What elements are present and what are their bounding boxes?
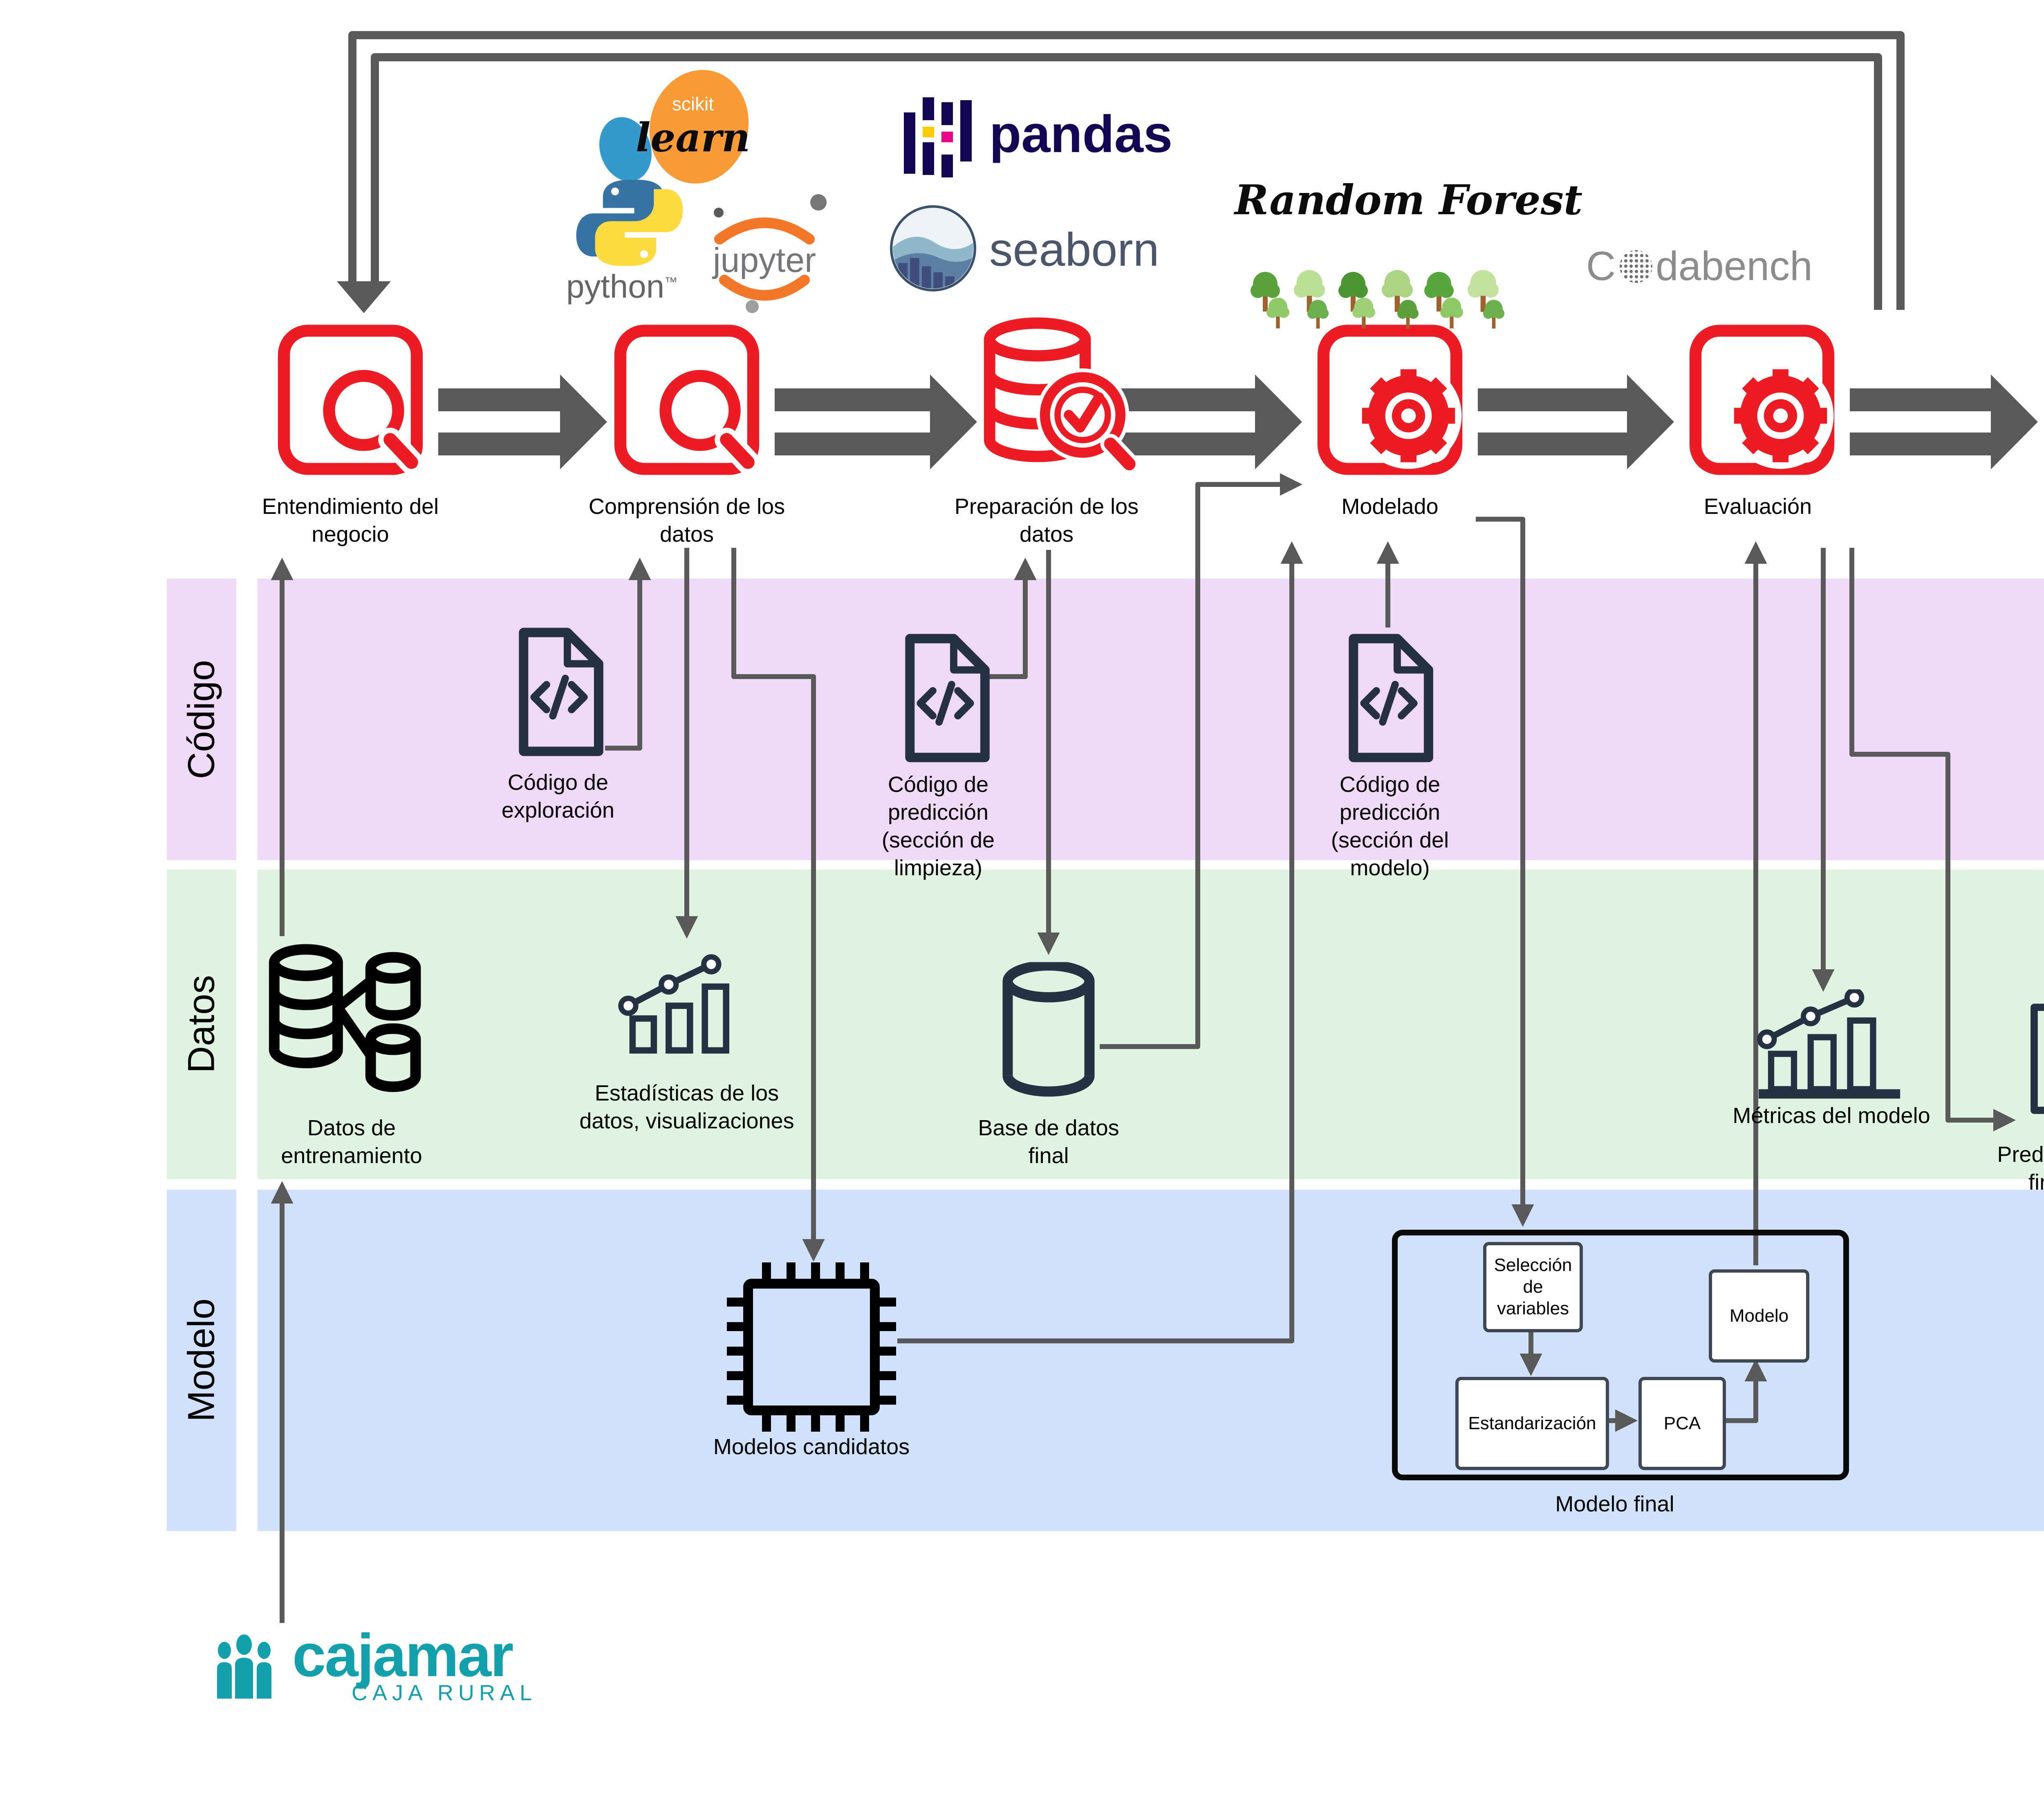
final-database-icon xyxy=(997,959,1100,1102)
python-text: python xyxy=(566,268,665,305)
pandas-wordmark: pandas xyxy=(989,105,1173,164)
model-metrics-icon xyxy=(1752,989,1907,1104)
random-forest-trees xyxy=(1251,270,1505,329)
flow-arrow-2-3 xyxy=(775,374,977,469)
metricas-label: Métricas del modelo xyxy=(1732,1103,1930,1128)
codabench-rest: dabench xyxy=(1656,243,1813,289)
seleccion-variables-label: Selección de variables xyxy=(1494,1255,1572,1318)
stage5-label: Evaluación xyxy=(1703,494,1812,519)
python-eye-top xyxy=(611,187,619,195)
entrenamiento-label: Datos de entrenamiento xyxy=(281,1116,422,1168)
arrow-stage4-to-modelofinal xyxy=(1476,517,1534,1227)
random-forest-wordmark: Random Forest xyxy=(1235,176,1583,224)
estandarizacion-label: Estandarización xyxy=(1468,1413,1596,1433)
flow-arrow-4-5 xyxy=(1478,374,1674,469)
arrow-basedatos-to-stage4 xyxy=(1100,473,1303,1049)
thin-connectors xyxy=(271,473,2016,1623)
jupyter-bottom-arc xyxy=(719,275,810,301)
jupyter-logo: jupyter xyxy=(712,194,827,313)
statistics-chart-icon xyxy=(617,950,756,1057)
limpieza-label: Código de predicción (sección de limpiez… xyxy=(881,772,995,881)
lane-datos-strip xyxy=(167,870,236,1179)
arrow-candidatos-to-stage4 xyxy=(897,541,1303,1343)
predicciones-label: Predicciones finales xyxy=(1997,1142,2044,1195)
jupyter-dot-bottom xyxy=(746,300,759,313)
arrow-limpieza-to-stage3 xyxy=(981,557,1037,679)
stage4-label: Modelado xyxy=(1341,494,1439,519)
seleccion-variables-box: Selección de variables xyxy=(1483,1242,1583,1332)
sklearn-orange-blob xyxy=(649,70,749,184)
stage4-modeling-icon xyxy=(1310,314,1470,486)
stage5-evaluation-icon xyxy=(1682,314,1842,486)
python-tm: ™ xyxy=(664,274,678,289)
flow-arrow-3-4 xyxy=(1112,374,1302,469)
flow-arrow-5-6 xyxy=(1850,374,2038,469)
estadisticas-label: Estadísticas de los datos, visualizacion… xyxy=(579,1081,794,1134)
jupyter-text: jupyter xyxy=(712,241,816,279)
seaborn-logo-mark xyxy=(890,205,976,291)
codabench-c: C xyxy=(1586,243,1616,289)
seaborn-wordmark: seaborn xyxy=(989,224,1159,276)
learn-text: learn xyxy=(636,114,750,161)
pandas-pink-square xyxy=(941,132,953,142)
lane-datos xyxy=(258,870,2044,1179)
pca-label: PCA xyxy=(1663,1413,1701,1433)
modelo-code-label: Código de predicción (sección del modelo… xyxy=(1331,772,1449,881)
python-yellow-snake xyxy=(595,189,683,266)
modelo-final-container xyxy=(1392,1230,1849,1480)
exploracion-label: Código de exploración xyxy=(501,770,615,823)
sklearn-blue-blob xyxy=(599,117,652,182)
training-data-icon xyxy=(264,934,435,1110)
base-datos-label: Base de datos final xyxy=(978,1116,1119,1168)
pandas-logo-mark xyxy=(904,97,972,177)
arrow-exploracion-to-stage2 xyxy=(605,557,651,751)
stage3-data-preparation-icon xyxy=(977,309,1141,489)
stage-flow-arrows xyxy=(438,374,2038,469)
code-file-modelo-icon xyxy=(1337,630,1441,767)
estandarizacion-box: Estandarización xyxy=(1455,1377,1609,1470)
pca-box: PCA xyxy=(1638,1377,1726,1470)
candidate-models-chip-icon xyxy=(724,1259,899,1435)
cajamar-subtitle: CAJA RURAL xyxy=(352,1681,537,1705)
modelo-box-label: Modelo xyxy=(1729,1305,1789,1326)
tree-row-1 xyxy=(1251,270,1499,312)
jupyter-dot-large xyxy=(810,194,827,211)
modelo-box: Modelo xyxy=(1709,1269,1809,1363)
predictions-document-icon xyxy=(2022,995,2044,1122)
python-logo xyxy=(576,179,683,266)
arrow-stage5-to-predicciones xyxy=(1849,548,2016,1132)
codabench-logo: C dabench xyxy=(1586,243,1813,289)
scikit-learn-logo: scikit learn xyxy=(599,70,750,184)
python-wordmark: python™ xyxy=(566,268,677,305)
stage1-label: Entendimiento del negocio xyxy=(262,494,439,547)
jupyter-top-arc xyxy=(714,217,815,244)
lane-codigo xyxy=(258,578,2044,860)
scikit-text: scikit xyxy=(672,93,714,114)
lane-codigo-strip xyxy=(167,578,236,860)
flow-arrow-1-2 xyxy=(438,374,607,469)
stage1-business-understanding-icon xyxy=(271,314,430,486)
arrow-pca-to-modelo xyxy=(1721,1358,1767,1423)
feedback-loop-arrowhead xyxy=(337,281,391,313)
stage3-label: Preparación de los datos xyxy=(954,494,1139,547)
stage2-label: Comprensión de los datos xyxy=(588,494,785,547)
candidatos-label: Modelos candidatos xyxy=(713,1435,910,1459)
lane-modelo-strip xyxy=(167,1190,236,1531)
jupyter-dot-small xyxy=(714,208,724,217)
cajamar-logo-mark xyxy=(217,1634,271,1699)
feedback-loop xyxy=(348,31,1905,310)
stage2-data-understanding-icon xyxy=(607,314,766,486)
code-file-exploracion-icon xyxy=(507,623,611,760)
modelo-final-label: Modelo final xyxy=(1555,1492,1674,1516)
pandas-yellow-square xyxy=(923,127,934,137)
python-eye-bottom xyxy=(640,250,648,258)
codabench-dotted-o xyxy=(1620,250,1652,283)
cajamar-wordmark: cajamar xyxy=(292,1622,514,1689)
code-file-limpieza-icon xyxy=(893,630,997,767)
arrow-stage2-to-candidatos xyxy=(731,548,825,1262)
